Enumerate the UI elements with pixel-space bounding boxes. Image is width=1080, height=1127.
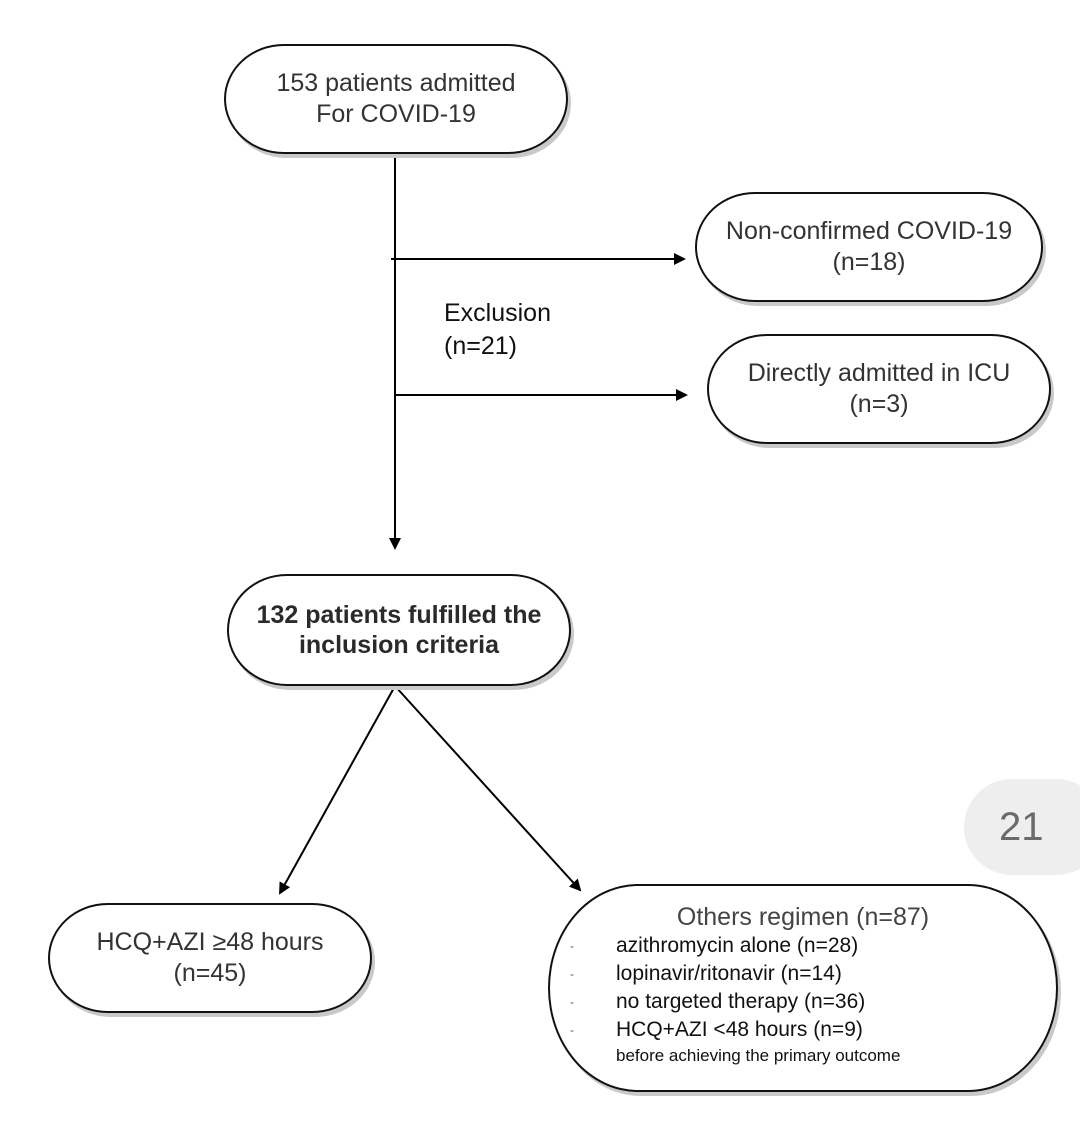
- icu-node: Directly admitted in ICU (n=3): [707, 334, 1051, 444]
- others-item: - HCQ+AZI <48 hours (n=9): [570, 1016, 1056, 1044]
- bullet-dash: -: [570, 939, 574, 953]
- others-item: - no targeted therapy (n=36): [570, 988, 1056, 1016]
- included-node: 132 patients fulfilled the inclusion cri…: [227, 574, 571, 686]
- others-item-text: no targeted therapy (n=36): [616, 990, 866, 1013]
- bullet-dash: -: [570, 967, 574, 981]
- exclusion-text: Exclusion: [444, 299, 551, 327]
- included-line2: inclusion criteria: [298, 631, 500, 659]
- hcq-azi-node: HCQ+AZI ≥48 hours (n=45): [48, 903, 372, 1013]
- others-note: before achieving the primary outcome: [616, 1046, 901, 1065]
- included-line1: 132 patients fulfilled the: [256, 601, 542, 629]
- others-item: - azithromycin alone (n=28): [570, 932, 1056, 960]
- others-list: - azithromycin alone (n=28) - lopinavir/ri…: [550, 932, 1056, 1044]
- others-item-text: azithromycin alone (n=28): [616, 934, 859, 957]
- others-item-text: HCQ+AZI <48 hours (n=9): [616, 1018, 863, 1041]
- others-node: Others regimen (n=87) - azithromycin alon…: [548, 884, 1058, 1092]
- arrow-to-others: [394, 685, 582, 892]
- bullet-dash: -: [570, 995, 574, 1009]
- admitted-line1: 153 patients admitted: [276, 69, 516, 97]
- others-item: - lopinavir/ritonavir (n=14): [570, 960, 1056, 988]
- admitted-line2: For COVID-19: [316, 100, 476, 128]
- bullet-dash: -: [570, 1023, 574, 1037]
- exclusion-count: (n=21): [444, 332, 517, 360]
- non-confirmed-node: Non-confirmed COVID-19 (n=18): [695, 192, 1043, 302]
- non-confirmed-line2: (n=18): [832, 248, 906, 276]
- admitted-node: 153 patients admitted For COVID-19: [224, 44, 568, 154]
- page-number-badge: 21: [964, 779, 1080, 875]
- hcq-azi-line2: (n=45): [173, 959, 247, 987]
- others-item-text: lopinavir/ritonavir (n=14): [616, 962, 842, 985]
- icu-line2: (n=3): [849, 390, 909, 418]
- page-number: 21: [999, 804, 1044, 849]
- non-confirmed-line1: Non-confirmed COVID-19: [725, 217, 1013, 245]
- others-title: Others regimen (n=87): [676, 903, 930, 931]
- icu-line1: Directly admitted in ICU: [747, 359, 1011, 387]
- exclusion-label: Exclusion (n=21): [444, 297, 551, 363]
- hcq-azi-line1: HCQ+AZI ≥48 hours: [96, 928, 324, 956]
- arrow-to-hcq-azi: [279, 685, 396, 895]
